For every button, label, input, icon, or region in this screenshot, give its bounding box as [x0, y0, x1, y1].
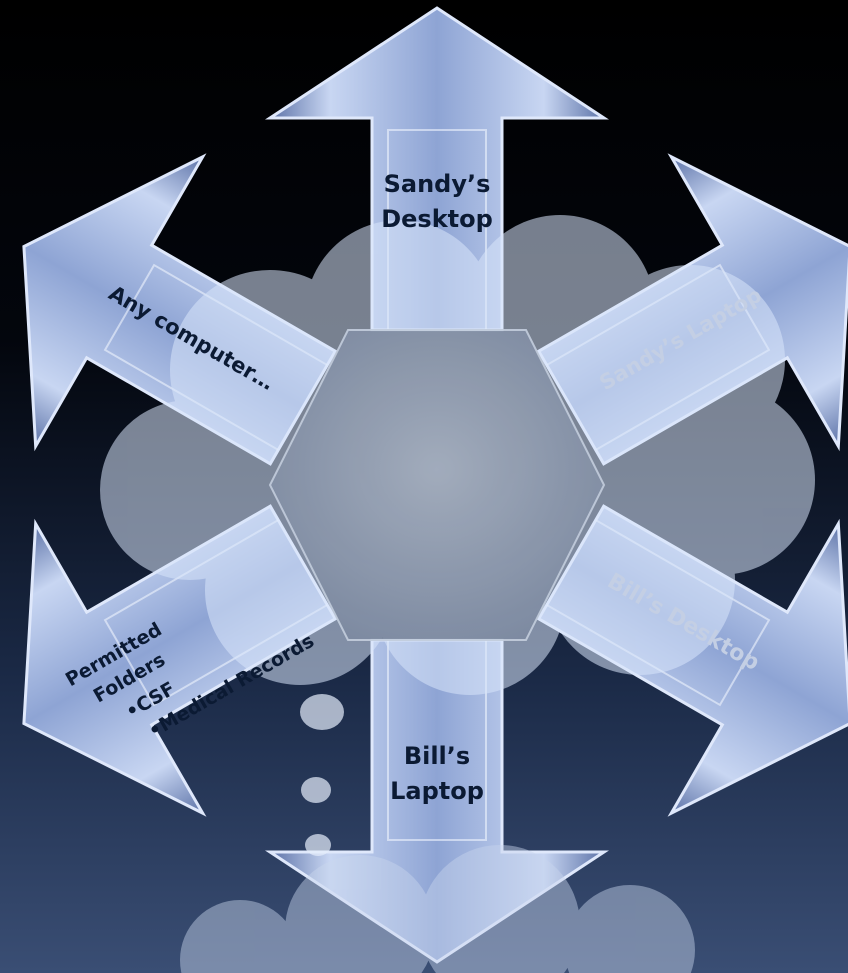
label-bottom-line1: Bill’s: [404, 742, 470, 770]
label-bottom-line2: Laptop: [390, 777, 484, 805]
label-top-line1: Sandy’s: [384, 170, 491, 198]
label-top-line2: Desktop: [381, 205, 493, 233]
